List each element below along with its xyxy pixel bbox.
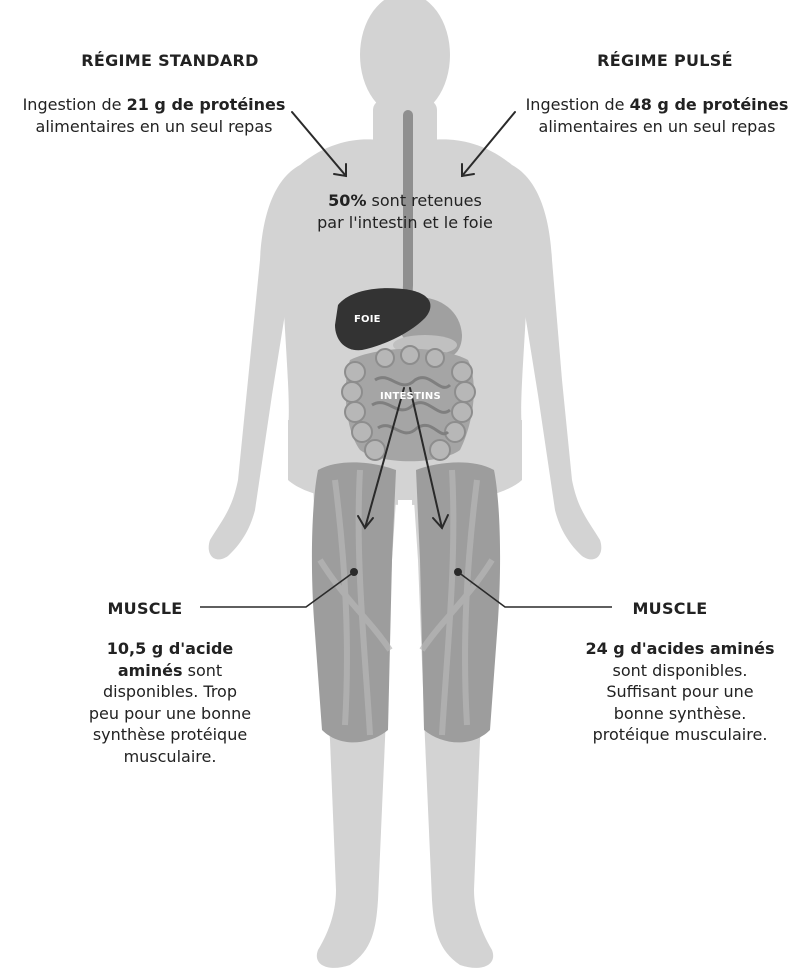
muscle-right-line2: sont disponibles. [613, 661, 748, 680]
muscle-left-amount-1: 10,5 g d'acide [107, 639, 234, 658]
pulsed-diet-heading: RÉGIME PULSÉ [545, 50, 785, 72]
right-arm [512, 165, 601, 559]
muscle-left-amount-2: aminés [118, 661, 183, 680]
left-arm [209, 165, 300, 559]
muscle-left-rest: sont [183, 661, 223, 680]
standard-intake-suffix: alimentaires en un seul repas [36, 117, 273, 136]
standard-diet-heading: RÉGIME STANDARD [45, 50, 295, 72]
intestines-label: INTESTINS [380, 391, 441, 402]
muscle-left-line4: peu pour une bonne [89, 704, 251, 723]
pulsed-diet-intake: Ingestion de 48 g de protéines alimentai… [506, 94, 808, 137]
muscle-dot-right [454, 568, 462, 576]
muscle-callouts [200, 572, 612, 607]
muscle-right-line5: protéique musculaire. [593, 725, 768, 744]
retention-text: 50% sont retenues par l'intestin et le f… [290, 190, 520, 233]
muscle-right-amount: 24 g d'acides aminés [585, 639, 774, 658]
muscle-right-line4: bonne synthèse. [614, 704, 747, 723]
retention-line2: par l'intestin et le foie [317, 213, 493, 232]
standard-intake-amount: 21 g de protéines [127, 95, 286, 114]
standard-diet-intake: Ingestion de 21 g de protéines alimentai… [0, 94, 308, 137]
thigh-muscles [312, 462, 500, 742]
muscle-left-text: 10,5 g d'acide aminés sont disponibles. … [60, 638, 280, 768]
muscle-right-text: 24 g d'acides aminés sont disponibles. S… [560, 638, 800, 746]
muscle-left-line6: musculaire. [124, 747, 217, 766]
head [360, 0, 450, 117]
muscle-dot-left [350, 568, 358, 576]
retention-rest: sont retenues [366, 191, 481, 210]
standard-intake-prefix: Ingestion de [23, 95, 127, 114]
muscle-left-heading: MUSCLE [95, 598, 195, 620]
pulsed-intake-prefix: Ingestion de [526, 95, 630, 114]
muscle-left-line3: disponibles. Trop [103, 682, 237, 701]
retention-percent: 50% [328, 191, 366, 210]
liver-label: FOIE [354, 314, 381, 325]
muscle-right-heading: MUSCLE [620, 598, 720, 620]
pulsed-intake-suffix: alimentaires en un seul repas [539, 117, 776, 136]
groin-gap [398, 500, 412, 520]
muscle-left-line5: synthèse protéique [93, 725, 247, 744]
muscle-right-line3: Suffisant pour une [606, 682, 753, 701]
pulsed-intake-amount: 48 g de protéines [630, 95, 789, 114]
intestines [342, 346, 475, 461]
